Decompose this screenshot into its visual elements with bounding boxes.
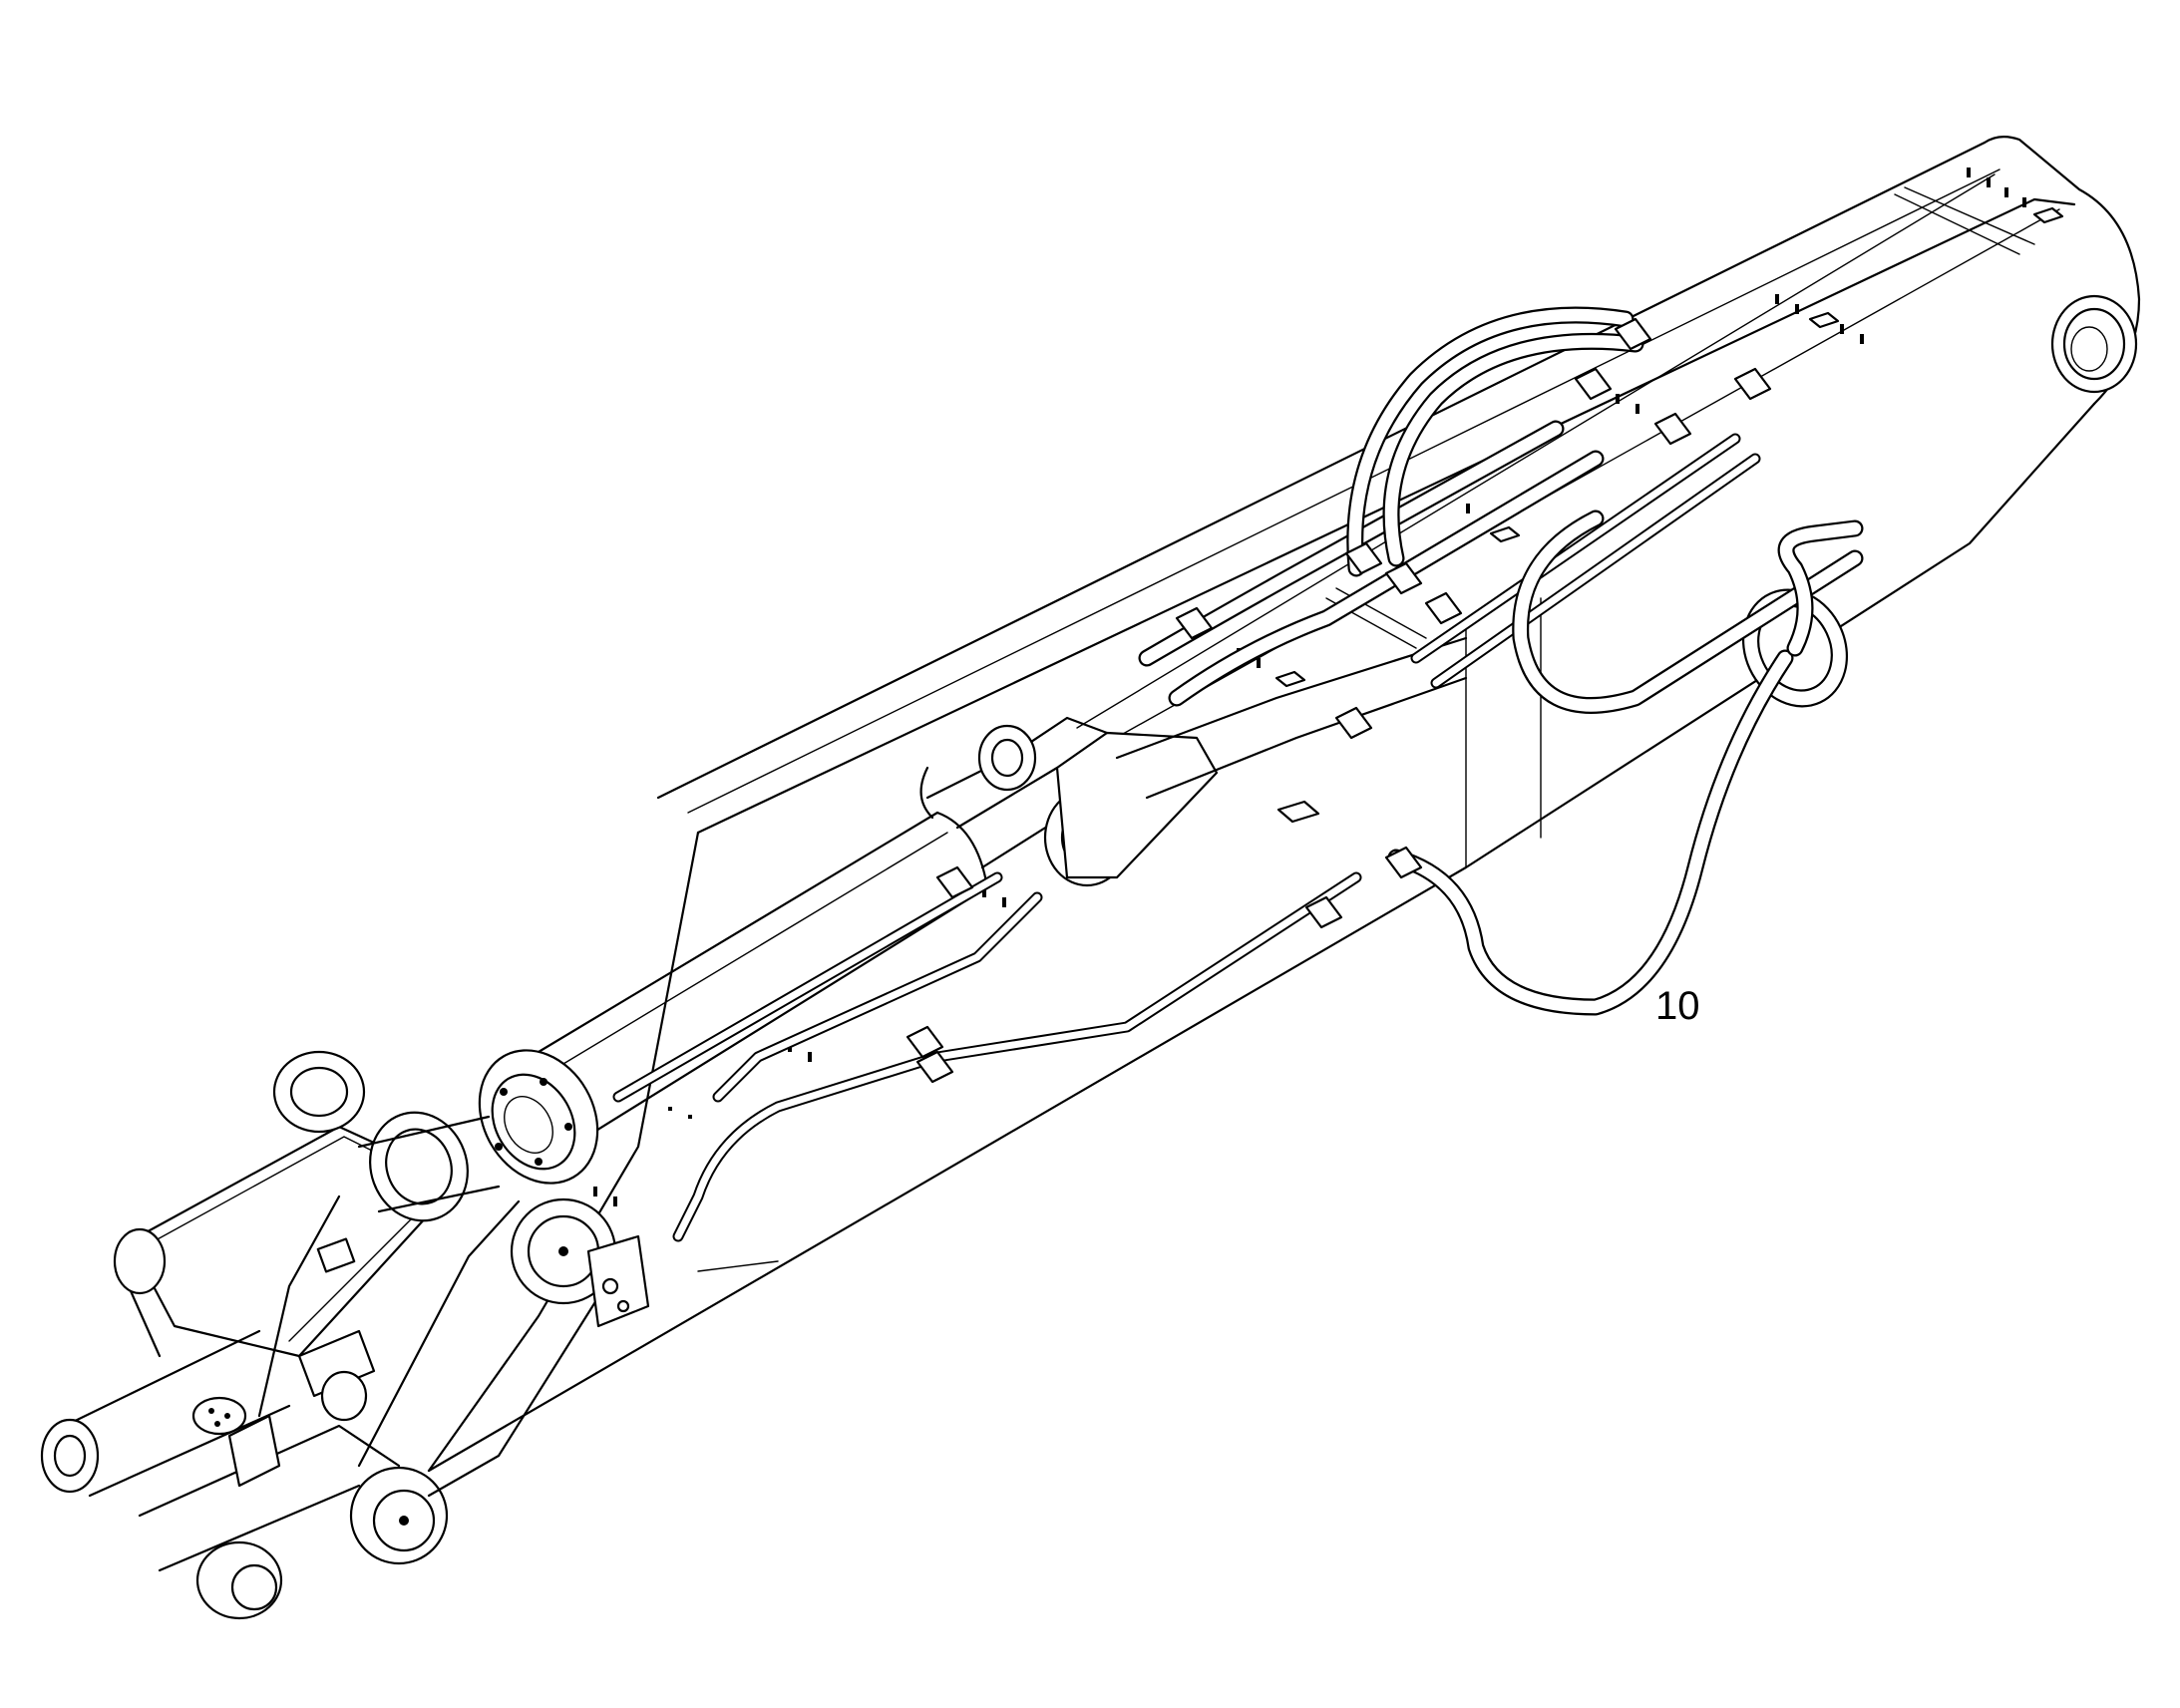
- callout-10: 10: [1655, 984, 1700, 1028]
- hydraulic-cylinder: [478, 636, 1468, 1185]
- valve-block: [586, 1234, 650, 1328]
- shaft-end-left: [113, 1227, 167, 1295]
- cover-plate: [191, 1396, 247, 1436]
- cylinder-head: [478, 1049, 599, 1185]
- foot-pin-lower: [349, 1466, 449, 1565]
- shaft-end-lower: [40, 1418, 100, 1494]
- hydraulic-lines: [612, 306, 1864, 1272]
- link-pin: [977, 724, 1037, 792]
- boom-foot: [40, 1050, 650, 1620]
- callout-label: 10: [1655, 984, 1700, 1028]
- bushing: [320, 1370, 368, 1422]
- boom-body: [427, 136, 2141, 1473]
- shaft-end-front: [195, 1540, 283, 1620]
- foot-boss-top: [272, 1050, 366, 1134]
- slot-cover: [316, 1237, 356, 1273]
- hose-clamps: [906, 317, 1772, 1084]
- junction-block: [1276, 800, 1320, 824]
- surface-marks: [593, 168, 2064, 1206]
